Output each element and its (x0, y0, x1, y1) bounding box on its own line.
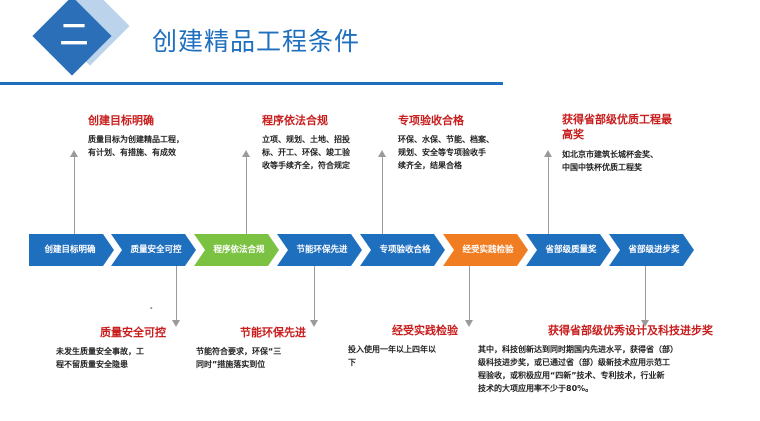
connector-line (176, 266, 177, 320)
chevron-step-7 (526, 234, 611, 266)
arrow-down-icon (310, 320, 318, 327)
callout-title: 专项验收合格 (398, 114, 464, 127)
callout-title: 质量安全可控 (100, 326, 166, 339)
page-title: 创建精品工程条件 (152, 27, 361, 56)
callout-text: 其中，科技创新达到同时期国内先进水平，获得省（部）级科技进步奖，或已通过省（部）… (478, 345, 678, 393)
chevron-step-8 (609, 234, 694, 266)
callout-text: 节能符合要求，环保“三同时”措施落实到位 (196, 347, 282, 369)
small-dot: - (150, 305, 153, 312)
callout-text: 投入使用一年以上四年以下 (348, 345, 436, 367)
callout-title: 经受实践检验 (392, 324, 458, 337)
badge-diamond-front (32, 0, 112, 76)
callout-text: 环保、水保、节能、档案、规划、安全等专项验收手续齐全，结果合格 (398, 135, 494, 170)
connector-line (645, 266, 646, 320)
chevron-step-5 (360, 234, 445, 266)
step-label-5: 专项验收合格 (379, 245, 431, 255)
arrow-down-icon (641, 320, 649, 327)
arrow-up-icon (70, 150, 78, 157)
chevron-step-4 (277, 234, 362, 266)
step-label-7: 省部级质量奖 (545, 245, 597, 255)
connector-line (548, 157, 549, 234)
callout-title: 程序依法合规 (262, 114, 328, 127)
connector-line (246, 157, 247, 234)
callout-title: 创建目标明确 (88, 114, 154, 127)
callout-title: 获得省部级优质工程最高奖 (562, 113, 672, 141)
section-number: 二 (59, 18, 88, 51)
arrow-down-icon (465, 320, 473, 327)
step-label-6: 经受实践检验 (462, 245, 514, 255)
connector-line (314, 266, 315, 320)
process-chevrons (29, 234, 694, 266)
step-label-8: 省部级进步奖 (628, 245, 680, 255)
callout-text: 立项、规划、土地、招投标、开工、环保、竣工验收等手续齐全，符合规定 (262, 135, 350, 170)
chevron-step-3 (194, 234, 279, 266)
arrow-down-icon (172, 320, 180, 327)
step-label-2: 质量安全可控 (130, 245, 182, 255)
callout-text: 未发生质量安全事故，工程不留质量安全隐患 (56, 347, 144, 369)
step-label-4: 节能环保先进 (296, 245, 348, 255)
callout-title: 节能环保先进 (240, 326, 306, 339)
arrow-up-icon (544, 150, 552, 157)
connector-line (74, 157, 75, 234)
section-badge (32, 0, 130, 76)
callout-text: 如北京市建筑长城杯金奖、中国中铁杯优质工程奖 (562, 150, 658, 172)
callout-title: 获得省部级优秀设计及科技进步奖 (548, 324, 713, 337)
chevron-step-6 (443, 234, 528, 266)
arrow-up-icon (378, 150, 386, 157)
callout-text: 质量目标为创建精品工程，有计划、有措施、有成效 (88, 135, 184, 157)
arrow-up-icon (242, 150, 250, 157)
step-label-1: 创建目标明确 (44, 245, 96, 255)
step-label-3: 程序依法合规 (213, 245, 265, 255)
title-underline (0, 82, 503, 85)
connector-line (382, 157, 383, 234)
chevron-step-1 (29, 234, 114, 266)
connector-line (469, 266, 470, 320)
chevron-step-2 (111, 234, 196, 266)
